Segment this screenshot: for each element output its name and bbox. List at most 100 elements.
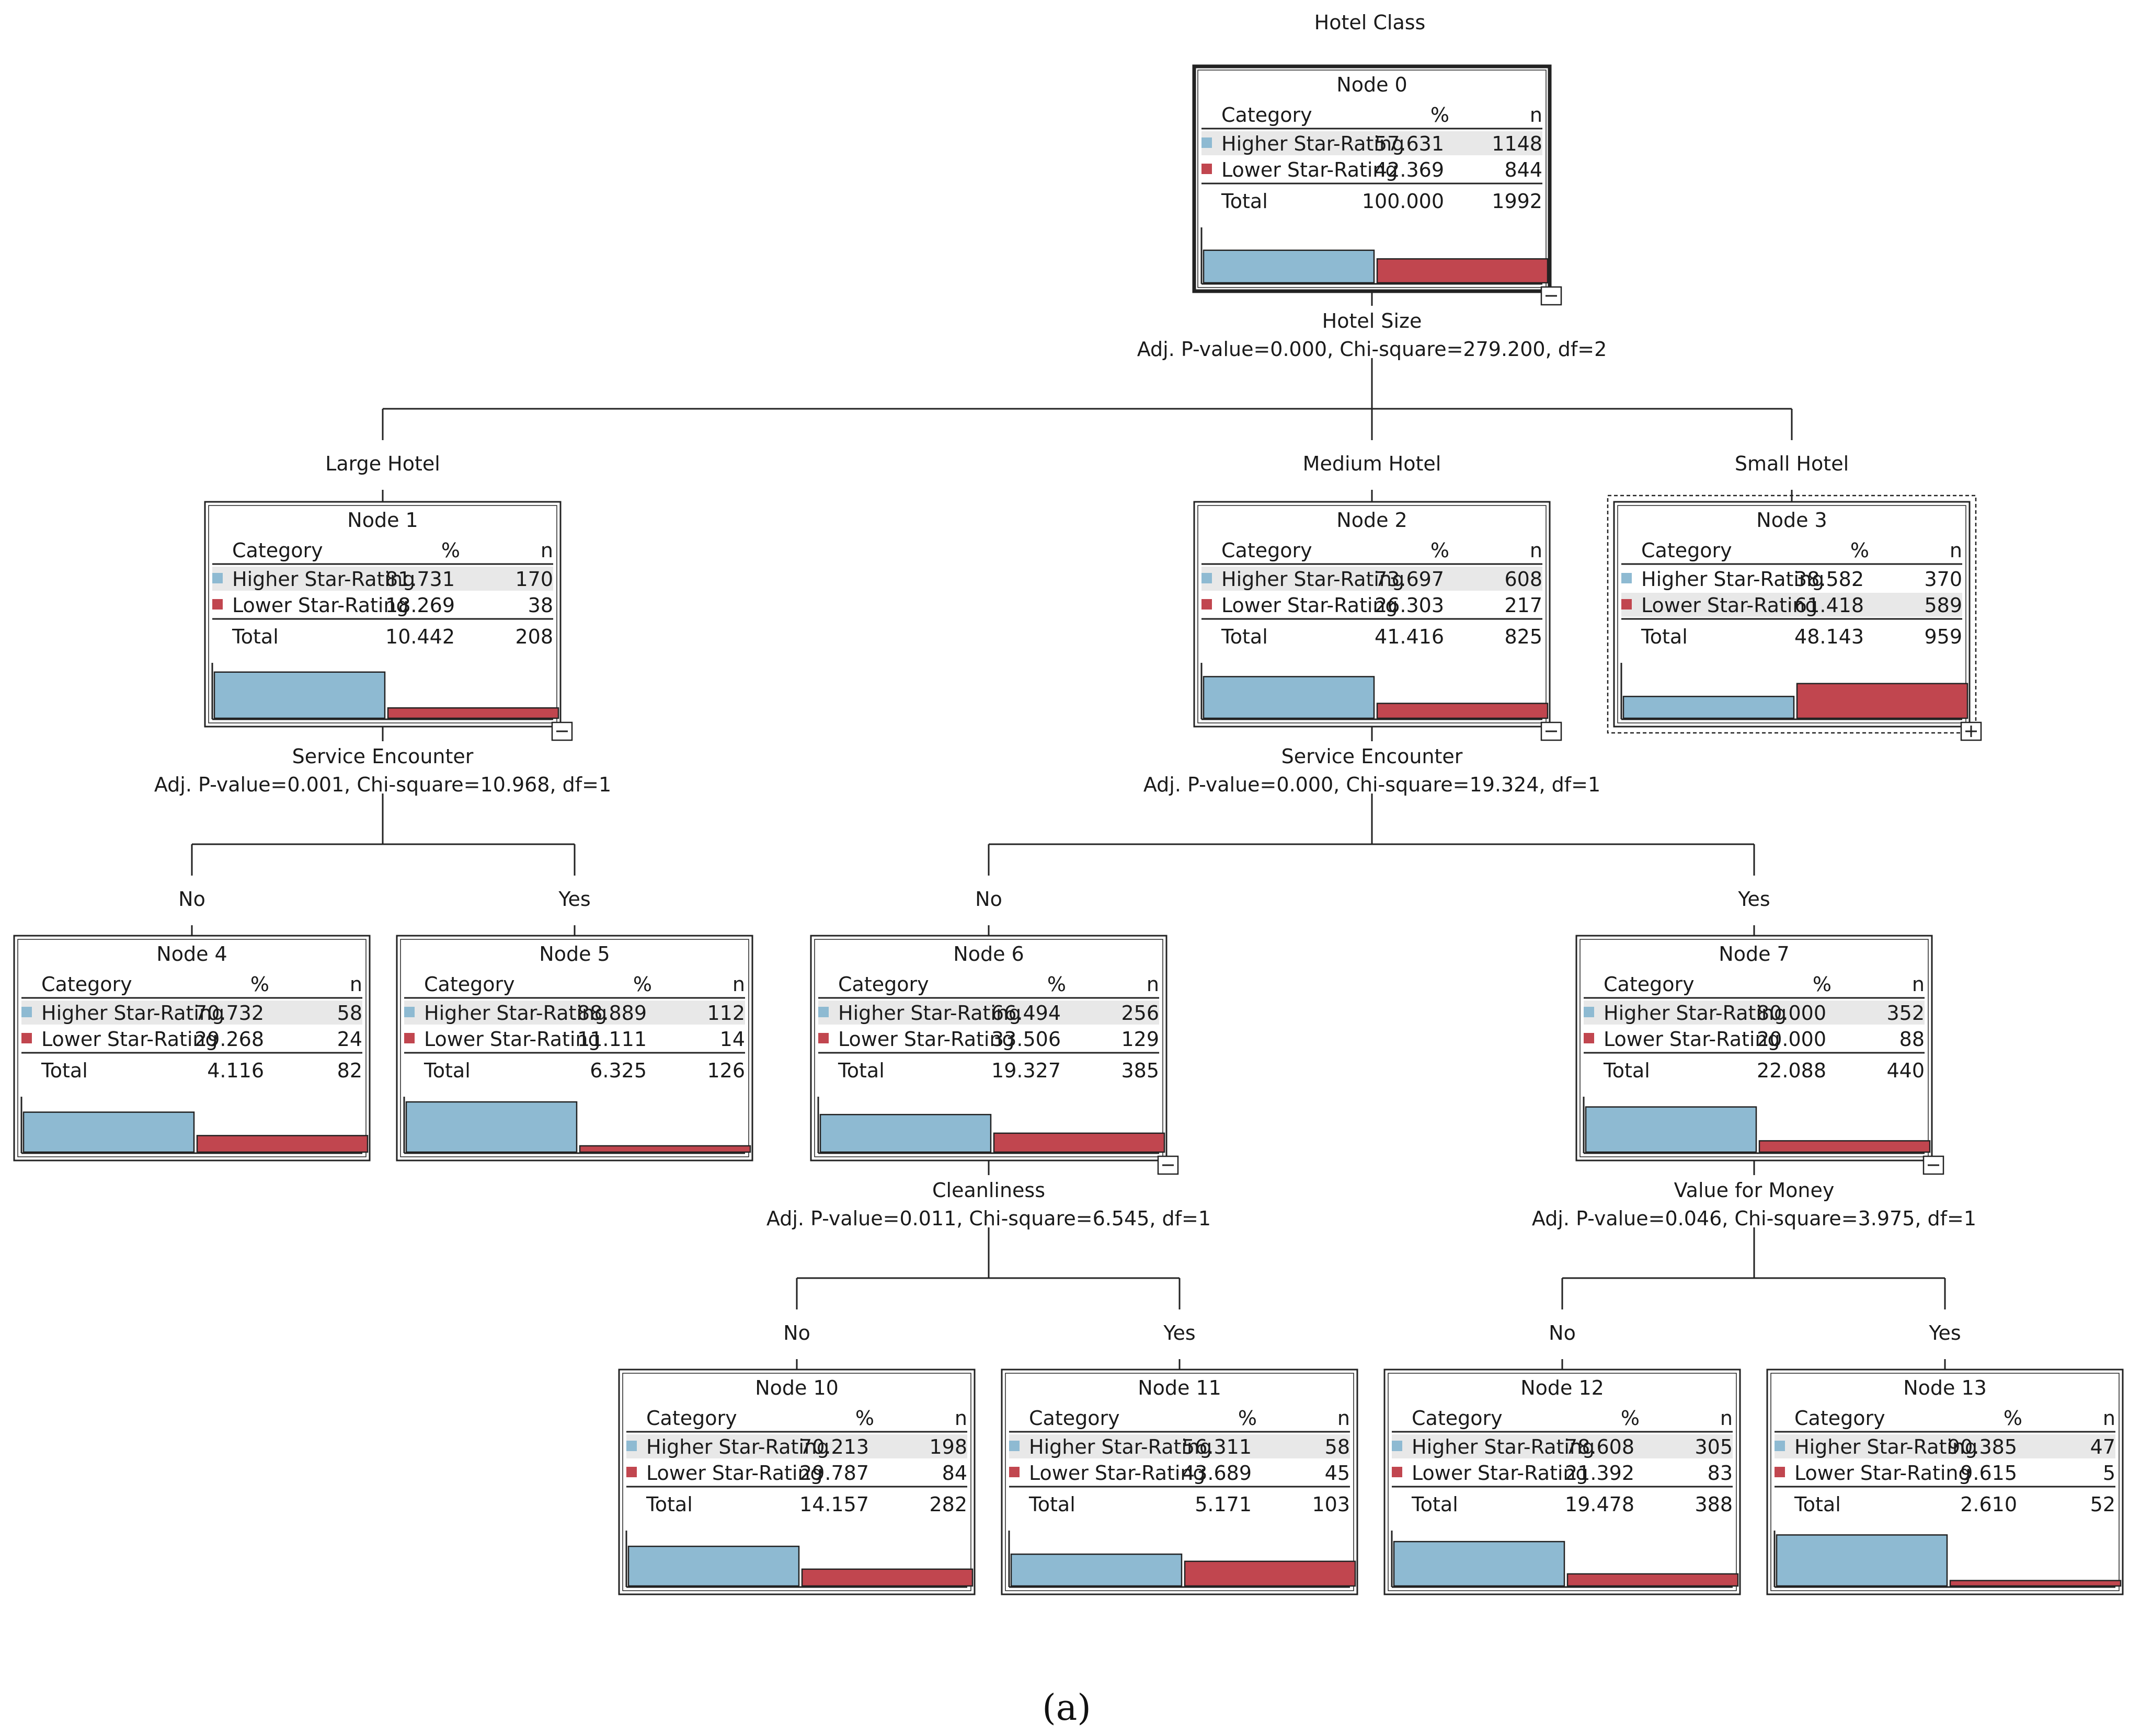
total-label: Total (646, 1493, 693, 1516)
header-category: Category (838, 973, 929, 996)
figure-caption: (a) (1042, 1687, 1091, 1729)
target-variable-title: Hotel Class (1314, 11, 1426, 34)
split-variable: Service Encounter (1281, 745, 1463, 768)
header-percent: % (1238, 1407, 1257, 1430)
minus-icon[interactable] (1157, 1155, 1179, 1175)
total-label: Total (41, 1059, 88, 1082)
percent-lower: 18.269 (385, 594, 455, 617)
bar-lower (579, 1145, 751, 1153)
count-lower: 14 (720, 1028, 745, 1051)
node-title: Node 2 (1336, 509, 1407, 532)
row-highlight (21, 1001, 362, 1025)
header-n: n (1337, 1407, 1350, 1430)
header-n: n (1530, 539, 1542, 562)
bar-lower (196, 1135, 369, 1153)
split-statistics: Adj. P-value=0.011, Chi-square=6.545, df… (766, 1207, 1211, 1230)
count-lower: 589 (1924, 594, 1962, 617)
node-inner-frame (1197, 505, 1547, 723)
minus-icon[interactable] (1922, 1155, 1944, 1175)
legend-swatch-higher (1392, 1441, 1402, 1451)
row-highlight (1775, 1434, 2115, 1458)
header-n: n (1720, 1407, 1733, 1430)
total-label: Total (838, 1059, 885, 1082)
category-label-higher: Higher Star-Rating (424, 1002, 607, 1025)
minus-icon[interactable] (551, 721, 573, 741)
node-title: Node 5 (539, 942, 610, 965)
node-title: Node 11 (1138, 1376, 1221, 1399)
count-lower: 5 (2103, 1462, 2115, 1485)
category-label-higher: Higher Star-Rating (838, 1002, 1021, 1025)
header-category: Category (1794, 1407, 1885, 1430)
count-higher: 1148 (1492, 132, 1542, 155)
count-total: 103 (1312, 1493, 1350, 1516)
count-higher: 47 (2090, 1435, 2115, 1458)
node-inner-frame (1617, 505, 1966, 723)
bar-lower (1758, 1140, 1931, 1153)
count-higher: 256 (1121, 1002, 1159, 1025)
legend-swatch-higher (818, 1007, 829, 1017)
total-label: Total (1603, 1059, 1650, 1082)
bar-lower (1376, 258, 1549, 284)
header-category: Category (1029, 1407, 1120, 1430)
legend-swatch-higher (1201, 573, 1212, 583)
percent-higher: 66.494 (991, 1002, 1061, 1025)
node-title: Node 6 (953, 942, 1024, 965)
category-label-higher: Higher Star-Rating (41, 1002, 224, 1025)
header-category: Category (232, 539, 323, 562)
total-label: Total (1221, 625, 1268, 648)
percent-total: 10.442 (385, 625, 455, 648)
count-higher: 305 (1695, 1435, 1733, 1458)
category-label-lower: Lower Star-Rating (838, 1028, 1015, 1051)
node-inner-frame (1388, 1373, 1737, 1591)
row-highlight (1392, 1434, 1733, 1458)
branch-label: No (178, 888, 205, 911)
count-lower: 84 (942, 1462, 967, 1485)
bar-higher (22, 1111, 195, 1153)
row-highlight (1584, 1001, 1925, 1025)
legend-swatch-higher (1201, 137, 1212, 148)
category-label-lower: Lower Star-Rating (1221, 158, 1398, 181)
total-label: Total (1028, 1493, 1075, 1516)
category-label-lower: Lower Star-Rating (1641, 594, 1818, 617)
count-lower: 88 (1899, 1028, 1925, 1051)
branch-label: Yes (558, 888, 590, 911)
percent-higher: 38.582 (1794, 568, 1864, 591)
row-highlight (212, 567, 553, 591)
category-label-lower: Lower Star-Rating (232, 594, 409, 617)
percent-higher: 56.311 (1182, 1435, 1252, 1458)
percent-higher: 70.732 (194, 1002, 264, 1025)
count-lower: 844 (1504, 158, 1542, 181)
percent-lower: 43.689 (1182, 1462, 1252, 1485)
count-higher: 170 (515, 568, 553, 591)
legend-swatch-higher (1775, 1441, 1785, 1451)
legend-swatch-higher (1584, 1007, 1594, 1017)
plus-icon[interactable] (1960, 721, 1982, 741)
percent-total: 22.088 (1757, 1059, 1826, 1082)
minus-icon[interactable] (1540, 721, 1562, 741)
bar-higher (819, 1113, 992, 1153)
count-higher: 608 (1504, 568, 1542, 591)
minus-icon[interactable] (1540, 286, 1562, 306)
count-lower: 83 (1708, 1462, 1733, 1485)
count-total: 52 (2090, 1493, 2115, 1516)
bar-lower (1184, 1560, 1356, 1587)
total-label: Total (423, 1059, 471, 1082)
header-percent: % (1850, 539, 1869, 562)
header-n: n (1950, 539, 1962, 562)
header-n: n (732, 973, 745, 996)
header-n: n (955, 1407, 967, 1430)
category-label-higher: Higher Star-Rating (1412, 1435, 1595, 1458)
percent-higher: 81.731 (385, 568, 455, 591)
